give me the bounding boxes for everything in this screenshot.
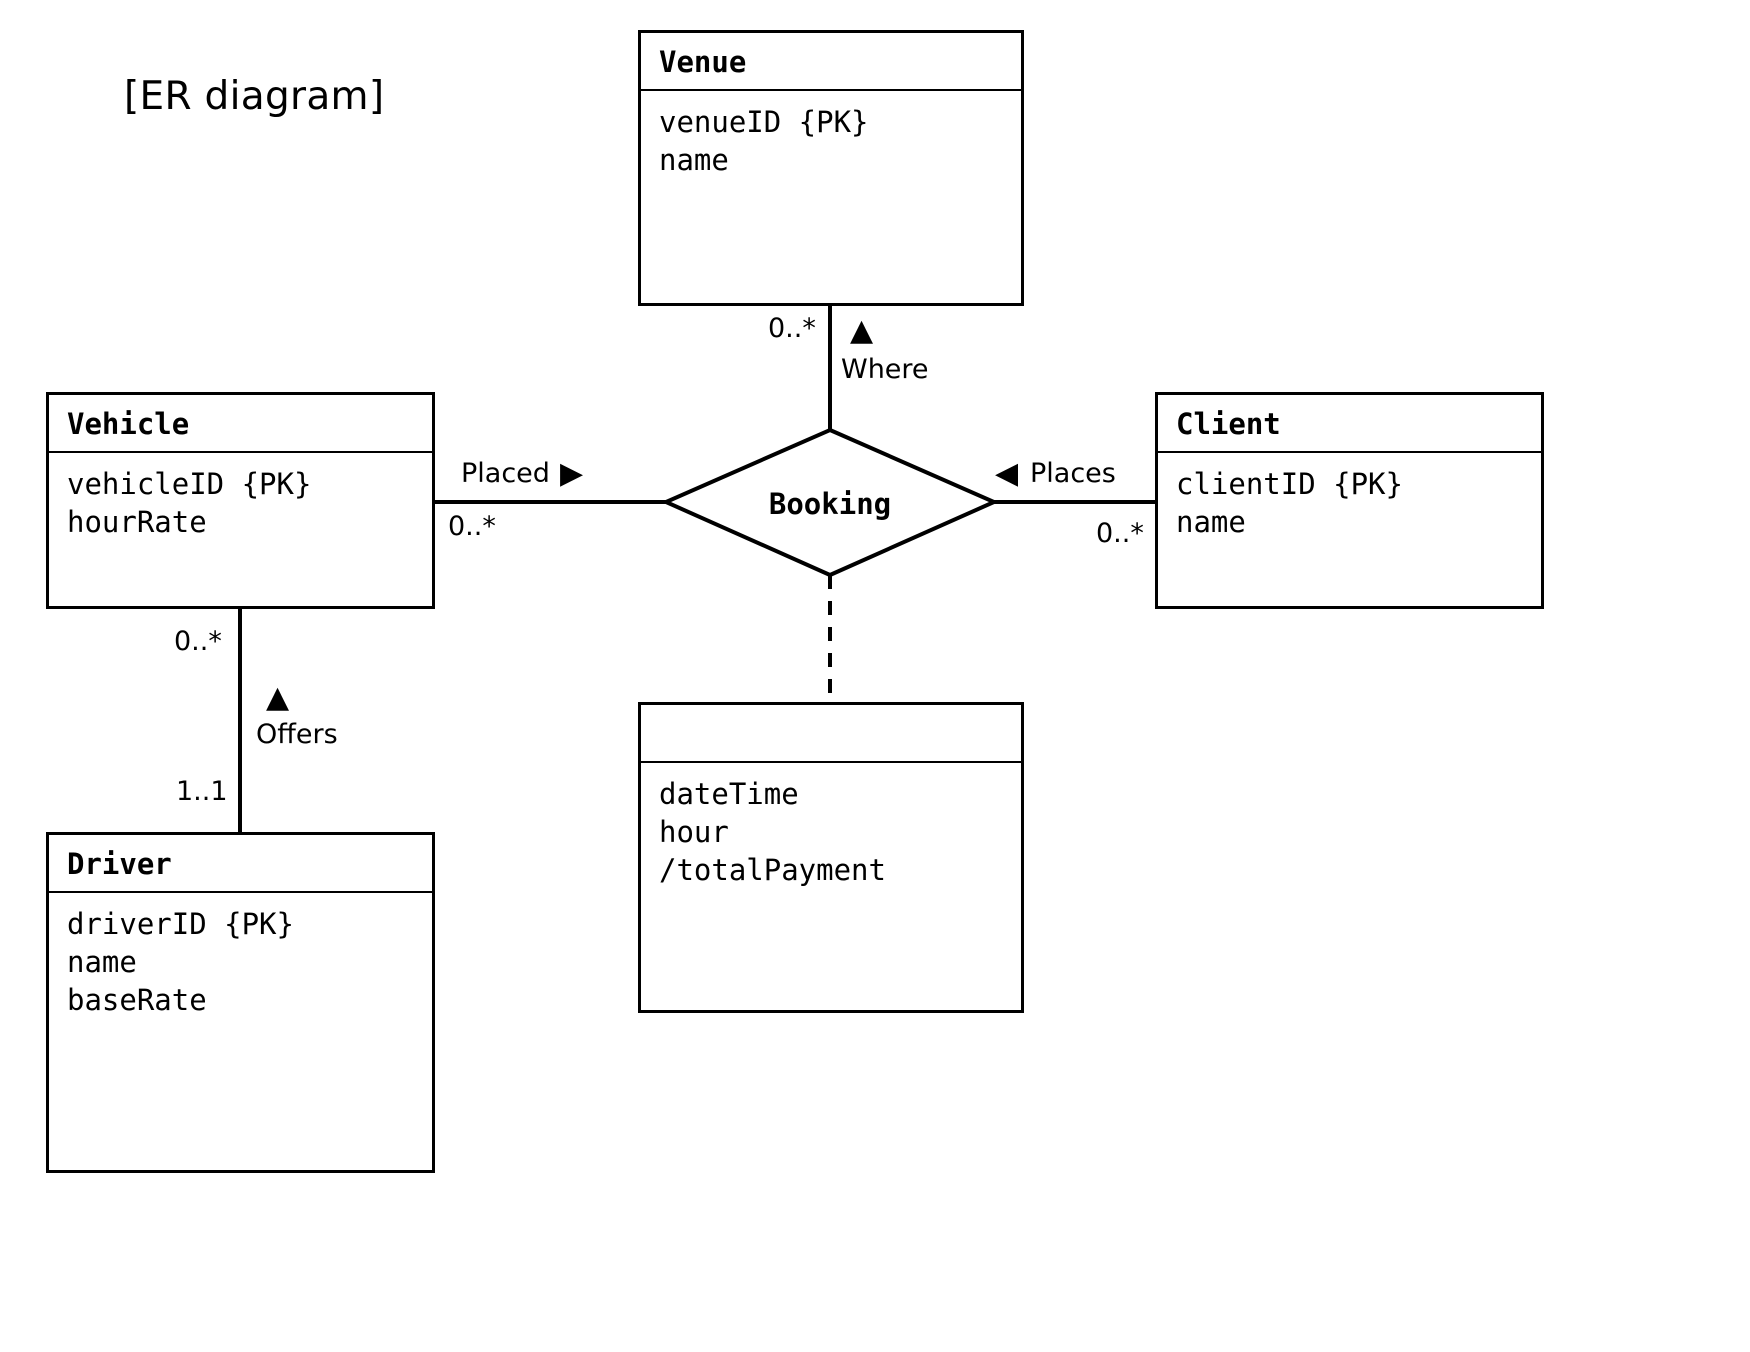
relationship-booking-label: Booking xyxy=(768,487,892,521)
attribute-item: driverID {PK} xyxy=(67,907,294,941)
triangle-left-icon-places: ◀ xyxy=(995,456,1019,491)
entity-driver[interactable]: Driver driverID {PK} name baseRate xyxy=(46,832,435,1173)
attribute-item: clientID {PK} xyxy=(1176,467,1403,501)
multiplicity-vehicle-driver-bottom: 1..1 xyxy=(176,776,228,807)
triangle-up-icon-where: ▲ xyxy=(850,313,874,348)
relationship-label-offers: Offers xyxy=(256,719,338,750)
entity-client-attributes: clientID {PK} name xyxy=(1158,453,1541,541)
multiplicity-vehicle-booking: 0..* xyxy=(448,511,496,542)
multiplicity-vehicle-driver-top: 0..* xyxy=(174,626,222,657)
attribute-item: venueID {PK} xyxy=(659,105,869,139)
entity-vehicle-title: Vehicle xyxy=(49,395,432,453)
association-class-booking-attributes[interactable]: dateTime hour /totalPayment xyxy=(638,702,1024,1013)
multiplicity-client-booking: 0..* xyxy=(1096,518,1144,549)
entity-driver-attributes: driverID {PK} name baseRate xyxy=(49,893,432,1019)
attribute-item: dateTime xyxy=(659,777,799,811)
entity-vehicle[interactable]: Vehicle vehicleID {PK} hourRate xyxy=(46,392,435,609)
entity-venue-attributes: venueID {PK} name xyxy=(641,91,1021,179)
triangle-right-icon-placed: ▶ xyxy=(560,456,584,491)
attribute-item: name xyxy=(67,945,137,979)
entity-client-title: Client xyxy=(1158,395,1541,453)
attribute-item: hour xyxy=(659,815,729,849)
multiplicity-venue-booking: 0..* xyxy=(768,313,816,344)
entity-vehicle-attributes: vehicleID {PK} hourRate xyxy=(49,453,432,541)
entity-venue[interactable]: Venue venueID {PK} name xyxy=(638,30,1024,306)
booking-diamond-shape xyxy=(661,427,999,578)
attribute-item: hourRate xyxy=(67,505,207,539)
page-title: [ER diagram] xyxy=(124,74,385,119)
attribute-item: name xyxy=(1176,505,1246,539)
attribute-item: vehicleID {PK} xyxy=(67,467,312,501)
association-class-attributes: dateTime hour /totalPayment xyxy=(641,763,1021,889)
relationship-label-places: Places xyxy=(1030,458,1116,489)
entity-venue-title: Venue xyxy=(641,33,1021,91)
relationship-label-placed: Placed xyxy=(461,458,550,489)
entity-client[interactable]: Client clientID {PK} name xyxy=(1155,392,1544,609)
attribute-item: name xyxy=(659,143,729,177)
triangle-up-icon-offers: ▲ xyxy=(266,680,290,715)
association-class-title xyxy=(641,705,1021,763)
attribute-item: /totalPayment xyxy=(659,853,886,887)
attribute-item: baseRate xyxy=(67,983,207,1017)
entity-driver-title: Driver xyxy=(49,835,432,893)
relationship-label-where: Where xyxy=(841,354,929,385)
